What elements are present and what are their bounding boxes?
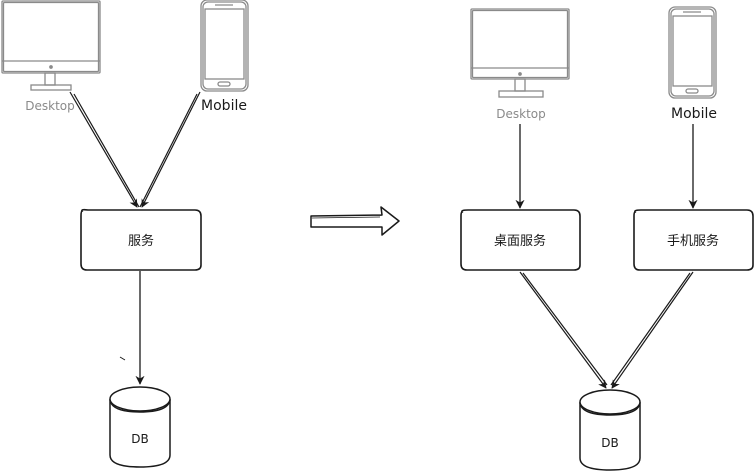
connector-mobile-to-service <box>139 91 201 208</box>
desktop-label: Desktop <box>25 99 75 113</box>
desktop-label-right: Desktop <box>496 107 546 121</box>
connector-desktop-to-service <box>69 91 140 208</box>
db-label-right: DB <box>601 436 618 450</box>
service-box <box>80 208 202 271</box>
mobile-icon-right <box>668 6 717 99</box>
desktop-service-box <box>460 209 581 271</box>
mobile-service-label: 手机服务 <box>667 233 719 249</box>
db-cylinder-left <box>109 386 171 468</box>
desktop-icon <box>1 0 101 91</box>
mobile-label: Mobile <box>201 98 247 114</box>
connector-desktop-service-to-db <box>519 271 608 389</box>
stray-mark <box>119 356 126 361</box>
connector-mobile-service-to-db <box>610 271 694 389</box>
db-cylinder-right <box>579 389 641 471</box>
desktop-service-label: 桌面服务 <box>494 233 546 249</box>
db-label-left: DB <box>131 432 148 446</box>
mobile-service-box <box>633 209 754 271</box>
transition-arrow-icon <box>310 206 400 236</box>
desktop-icon-right <box>470 8 570 98</box>
mobile-icon <box>200 0 249 92</box>
service-label: 服务 <box>128 233 154 249</box>
mobile-label-right: Mobile <box>671 106 717 122</box>
